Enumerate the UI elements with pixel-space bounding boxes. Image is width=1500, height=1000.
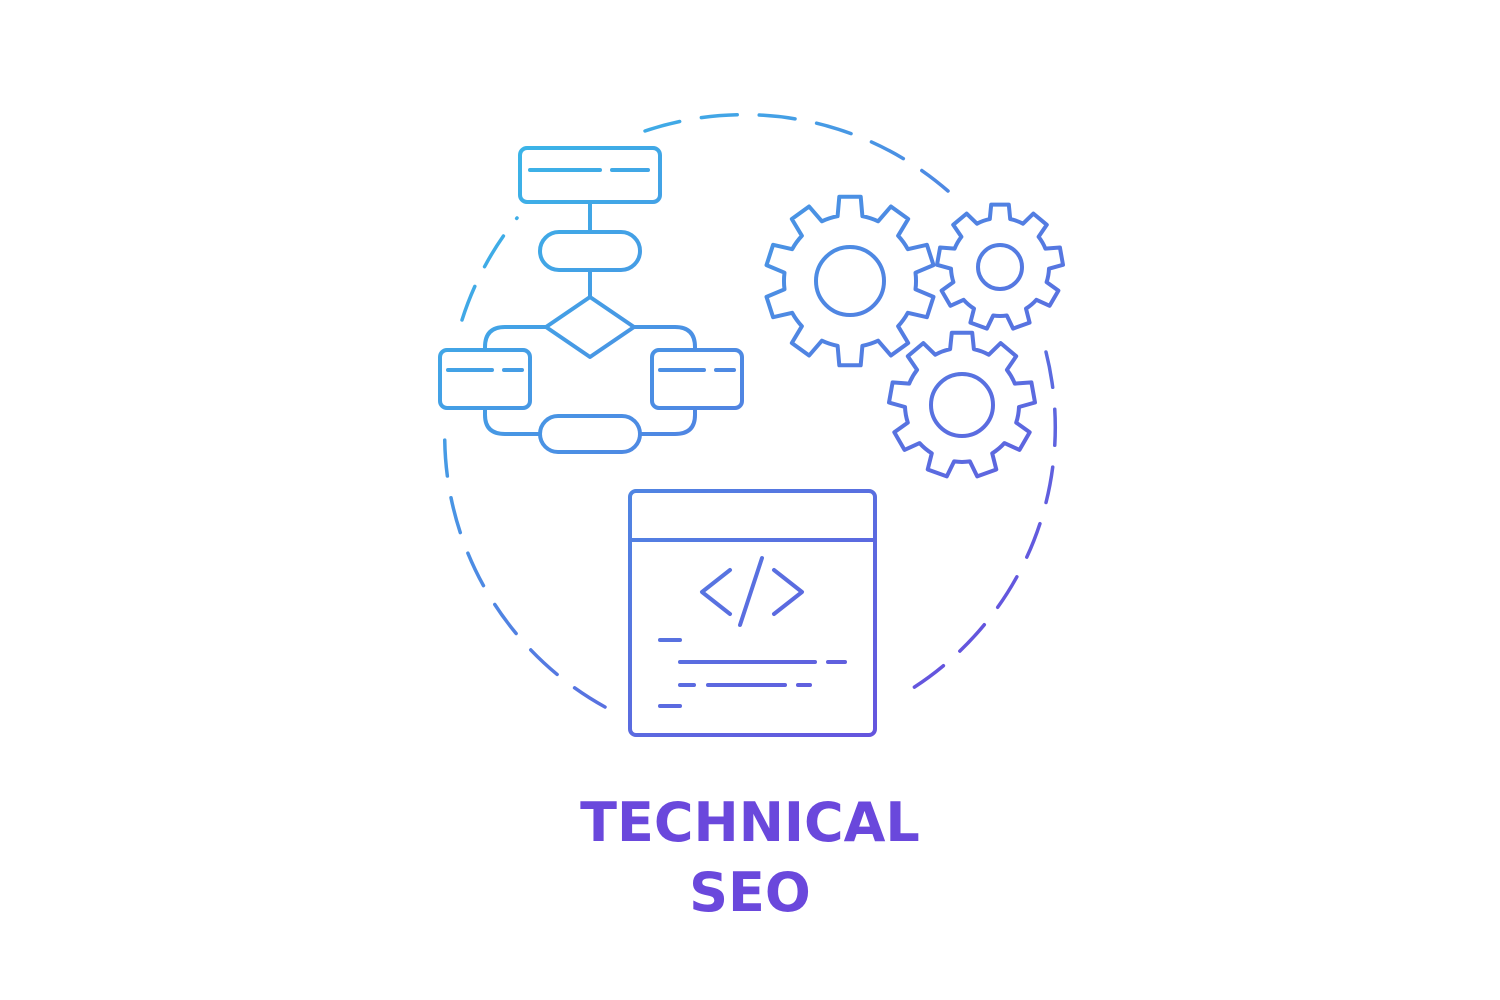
gear-small bbox=[935, 202, 1065, 331]
caption-title-text-2: SEO bbox=[689, 861, 811, 924]
code-window-icon bbox=[628, 489, 877, 737]
gear-small-outline bbox=[935, 202, 1065, 331]
gear-large-hub bbox=[814, 245, 886, 317]
gear-large bbox=[764, 194, 936, 368]
gears-icon bbox=[764, 194, 1065, 479]
gear-bottom-outline bbox=[887, 330, 1037, 479]
caption-title-line-2: SEO bbox=[0, 866, 1500, 920]
dashed-circle-frame bbox=[442, 112, 1058, 709]
gear-bottom bbox=[887, 330, 1037, 479]
gear-bottom-hub bbox=[929, 372, 995, 438]
caption-title-line-1: TECHNICAL bbox=[0, 796, 1500, 850]
gear-large-outline bbox=[764, 194, 936, 368]
caption-title-text-1: TECHNICAL bbox=[580, 791, 920, 854]
flowchart-icon bbox=[438, 146, 744, 454]
gear-small-hub bbox=[976, 243, 1024, 291]
